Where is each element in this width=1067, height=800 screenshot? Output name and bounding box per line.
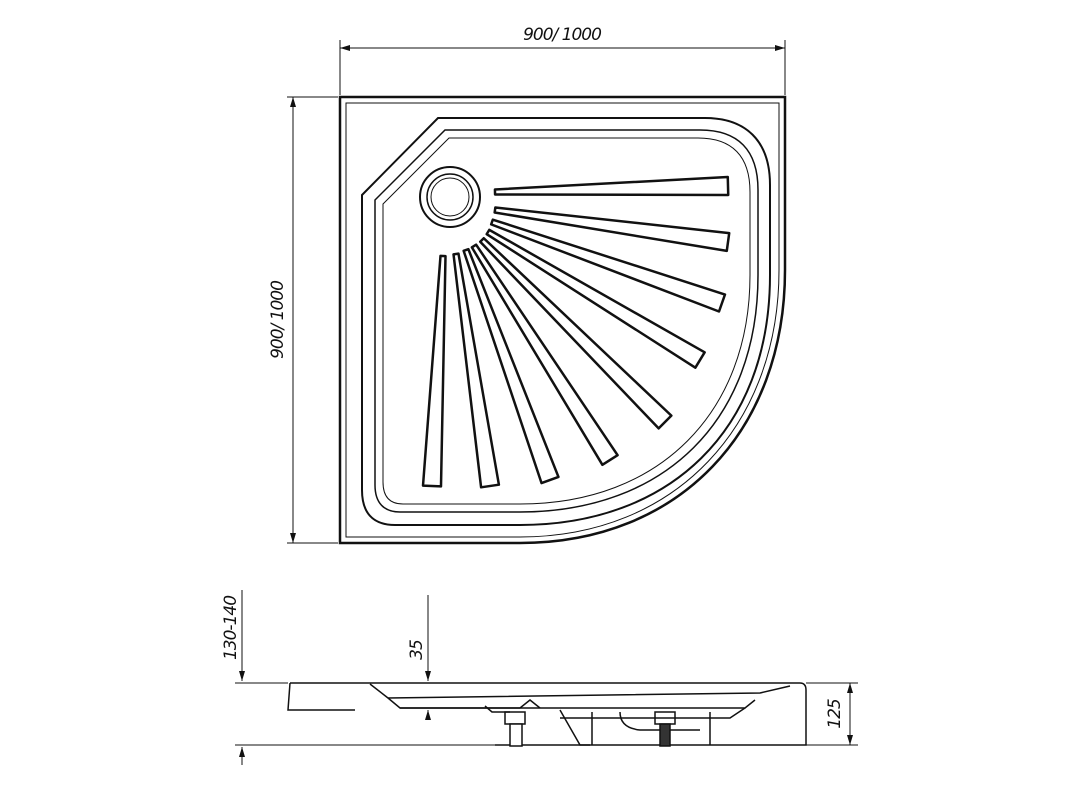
- rib: [421, 254, 447, 488]
- rib: [489, 218, 727, 313]
- rib: [470, 243, 619, 467]
- side-height-label: 125: [825, 699, 845, 729]
- depth-label: 900/ 1000: [268, 281, 288, 359]
- drain-outer: [419, 166, 481, 228]
- tray-top-view: [338, 95, 787, 545]
- rib: [478, 236, 673, 430]
- rib: [493, 206, 731, 253]
- rib: [452, 252, 501, 489]
- drain-depth-label: 35: [407, 640, 427, 660]
- width-label: 900/ 1000: [523, 25, 601, 45]
- width-dimension: [339, 40, 786, 95]
- rib: [462, 247, 560, 485]
- rib: [493, 175, 730, 197]
- tray-ribs: [421, 175, 731, 489]
- height-dimensions: [235, 590, 858, 765]
- depth-dimension: [287, 96, 338, 544]
- tray-side-view: [287, 682, 807, 747]
- rib: [485, 228, 706, 369]
- total-height-label: 130-140: [221, 596, 241, 660]
